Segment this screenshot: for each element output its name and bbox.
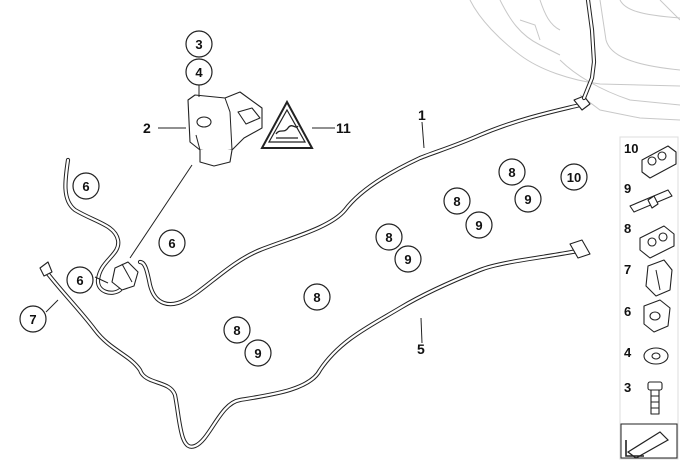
legend-item-8: 8 — [624, 221, 675, 259]
callout-8-c: 8 — [385, 230, 392, 245]
legend-item-7: 7 — [624, 259, 673, 297]
fuel-pipe-1 — [137, 0, 597, 307]
callout-3: 3 — [195, 37, 202, 52]
legend-number-6: 6 — [624, 304, 631, 319]
callout-9-b: 9 — [404, 252, 411, 267]
hot-surface-warning-icon — [260, 99, 314, 149]
callout-9-a: 9 — [254, 346, 261, 361]
callout-6-a: 6 — [82, 179, 89, 194]
legend-number-4: 4 — [624, 345, 632, 360]
legend-number-7: 7 — [624, 262, 631, 277]
holder-clip-icon — [645, 259, 673, 297]
pressure-sensor — [187, 91, 263, 167]
legend-number-8: 8 — [624, 221, 631, 236]
label-5: 5 — [417, 341, 425, 357]
callout-4: 4 — [195, 65, 203, 80]
pipe-connector-clip — [111, 261, 139, 291]
callout-8-a: 8 — [233, 323, 240, 338]
screw-icon — [647, 381, 663, 391]
vent-pipe — [63, 157, 123, 295]
callout-8-d: 8 — [453, 194, 460, 209]
legend-item-10: 10 — [624, 141, 677, 179]
callout-8-b: 8 — [313, 290, 320, 305]
pipe-5-connector — [569, 239, 591, 259]
label-11: 11 — [336, 120, 351, 136]
circle-callouts: 6 6 6 7 8 9 8 9 8 9 8 8 9 10 — [19, 158, 588, 367]
fuel-pipe-5 — [39, 239, 591, 449]
legend-item-9: 9 — [624, 181, 673, 213]
top-callouts: 3 4 — [185, 30, 213, 86]
legend-number-3: 3 — [624, 380, 631, 395]
direction-arrow-icon — [620, 423, 678, 459]
triple-pipe-clip-icon — [641, 145, 677, 179]
callout-6-b: 6 — [168, 236, 175, 251]
legend-number-10: 10 — [624, 141, 638, 156]
callout-10: 10 — [567, 170, 581, 185]
parts-legend: 10 9 8 7 6 — [619, 136, 679, 460]
callout-9-d: 9 — [524, 192, 531, 207]
pipe-1-connector — [573, 95, 591, 111]
legend-item-4: 4 — [624, 345, 669, 365]
callout-7: 7 — [29, 312, 36, 327]
label-1: 1 — [418, 107, 426, 123]
callout-8-e: 8 — [508, 165, 515, 180]
label-2: 2 — [143, 120, 151, 136]
legend-item-3: 3 — [624, 380, 663, 415]
legend-number-9: 9 — [624, 181, 631, 196]
pipe-5-end — [39, 261, 53, 277]
legend-item-6: 6 — [624, 299, 671, 333]
callout-9-c: 9 — [475, 218, 482, 233]
background-tank-sketch — [469, 0, 680, 121]
callout-6-c: 6 — [76, 273, 83, 288]
